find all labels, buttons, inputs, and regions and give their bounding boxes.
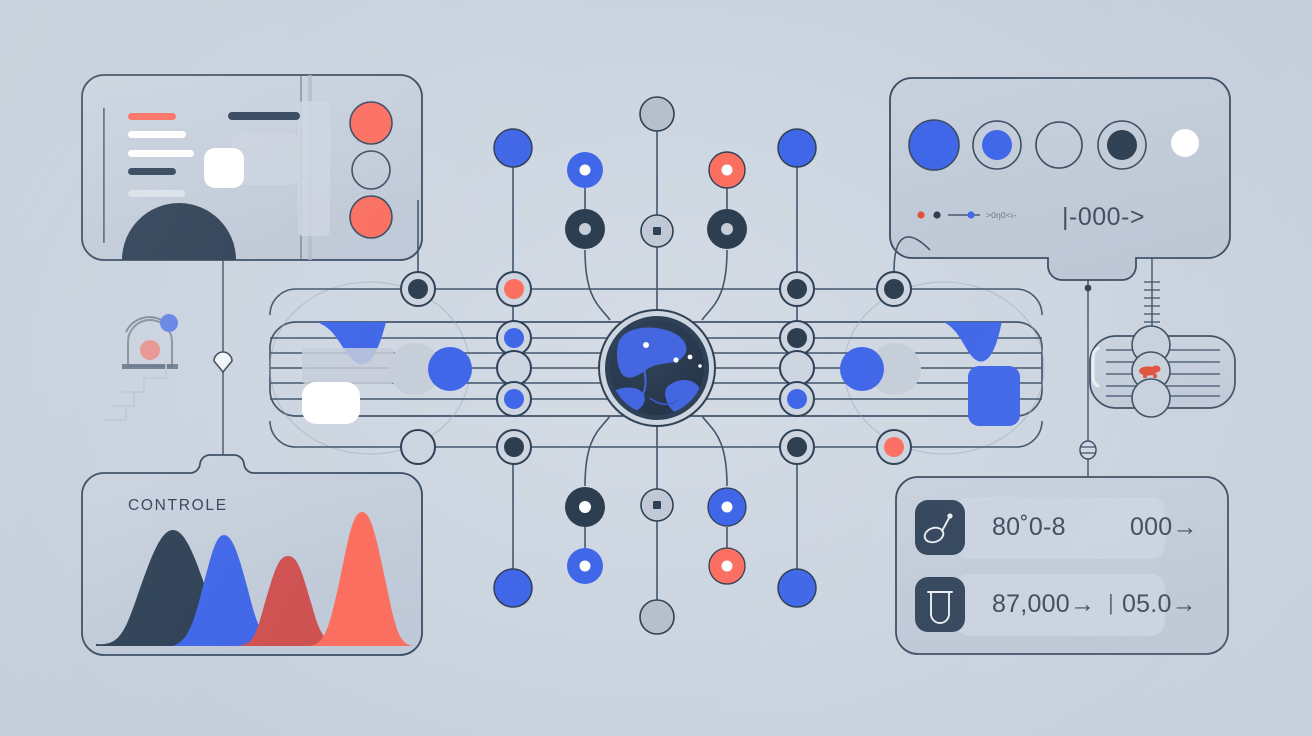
metric-value-2-left: 87,000→ (992, 590, 1096, 618)
status-dot-idle[interactable] (351, 150, 391, 190)
controle-series-group (96, 512, 412, 646)
status-dot-group[interactable] (349, 101, 393, 239)
node-col-l-b-core (504, 328, 524, 348)
metric-value-2-right: 05.0→ (1122, 590, 1197, 618)
node-col-r-d-core (787, 389, 807, 409)
signal-node-bottom[interactable] (1131, 378, 1171, 418)
stem-node-blue-far-left[interactable] (493, 128, 533, 168)
summary-row-1 (128, 131, 186, 138)
stem-node-grey-top[interactable] (639, 96, 675, 132)
stem-node-blue-far-right[interactable] (777, 128, 817, 168)
signal-bracket-icon (1091, 346, 1100, 388)
stem-node-blue-dot-bl-core (579, 560, 591, 572)
node-col-l-e-core (504, 437, 524, 457)
summary-row-3 (128, 168, 176, 175)
metric-icon-tile-2[interactable] (915, 577, 965, 632)
metrics-panel[interactable] (895, 476, 1229, 655)
node-col-r-c[interactable] (779, 350, 815, 386)
stem-node-blue-dot-br-core (721, 501, 733, 513)
bottom-stem-nodes[interactable] (493, 487, 817, 635)
node-status-panel[interactable] (889, 77, 1231, 281)
stem-node-dark-dot-left-core (579, 223, 591, 235)
stem-node-grey-bottom[interactable] (639, 599, 675, 635)
metric-value-1-left: 80˚0-8 (992, 513, 1066, 541)
wave-right-group (932, 322, 1020, 426)
controle-chart-panel[interactable] (81, 454, 423, 656)
probe-icon (923, 513, 953, 544)
status-dot-alert[interactable] (349, 101, 393, 145)
metric-icon-tile-1[interactable] (915, 500, 965, 555)
metric-row-2[interactable] (915, 574, 1165, 636)
node-col-l-c[interactable] (496, 350, 532, 386)
series-baseline (96, 530, 260, 646)
legend-code-text: |-000-> (1062, 203, 1145, 231)
stem-node-dark-dot-right-core (721, 223, 733, 235)
metric-divider-2: | (1108, 590, 1114, 615)
summary-row-2 (128, 150, 194, 157)
node-right-r1-core (884, 279, 904, 299)
stem-node-blue-bl[interactable] (493, 568, 533, 608)
accent-blobs (389, 343, 921, 395)
status-dot-warning[interactable] (349, 195, 393, 239)
summary-row-4 (128, 190, 185, 197)
series-primary (172, 535, 280, 646)
globe-continents (610, 327, 702, 415)
node-right-r4-core (884, 437, 904, 457)
node-col-r-b-core (787, 328, 807, 348)
top-stem-nodes[interactable] (493, 96, 817, 249)
globe-hub-node[interactable] (598, 309, 716, 427)
node-col-r-a-core (787, 279, 807, 299)
stem-node-blue-dot-left-core (579, 164, 591, 176)
summary-row-alert (128, 113, 176, 120)
series-alert (308, 512, 412, 646)
stem-node-dark-dot-bl-core (579, 501, 591, 513)
node-col-r-e-core (787, 437, 807, 457)
node-status-circles[interactable] (908, 119, 1199, 171)
summary-row-header (228, 112, 300, 120)
gauge-decor-icon (104, 314, 178, 421)
controle-title: CONTROLE (128, 497, 228, 514)
x-marker-icon-bottom (653, 501, 661, 509)
stem-node-blue-br[interactable] (777, 568, 817, 608)
data-summary-panel[interactable] (81, 74, 423, 261)
wave-left-group (300, 322, 394, 424)
status-circle-dark-core (1107, 130, 1137, 160)
legend-key (917, 211, 980, 219)
status-circle-empty[interactable] (1035, 121, 1083, 169)
beaker-icon (927, 591, 953, 624)
status-circle-partial-core (982, 130, 1012, 160)
node-col-l-a-core (504, 279, 524, 299)
node-col-l-d-core (504, 389, 524, 409)
metric-value-1-right: 000→ (1130, 513, 1198, 541)
status-circle-active[interactable] (908, 119, 960, 171)
metric-field-2[interactable] (955, 574, 1165, 636)
status-circle-dark-ring[interactable] (1097, 120, 1147, 170)
metric-field-1[interactable] (955, 497, 1165, 559)
summary-row-list (128, 112, 300, 197)
x-marker-icon-top (653, 227, 661, 235)
network-nodes[interactable] (400, 271, 912, 465)
status-circle-blank[interactable] (1171, 129, 1199, 157)
stem-node-coral-dot-core (721, 164, 733, 176)
metric-row-1[interactable] (915, 497, 1165, 559)
connector-fittings (213, 281, 1160, 460)
series-secondary (236, 556, 348, 646)
signal-glyph-icon (1139, 365, 1161, 378)
node-left-r4[interactable] (400, 429, 436, 465)
node-left-r1-core (408, 279, 428, 299)
status-circle-partial-ring[interactable] (972, 120, 1022, 170)
signal-strip-panel[interactable] (1089, 325, 1236, 418)
legend-micro-text: >0ŋ0<ı- (986, 210, 1017, 220)
stem-node-coral-dot-br-core (721, 560, 733, 572)
